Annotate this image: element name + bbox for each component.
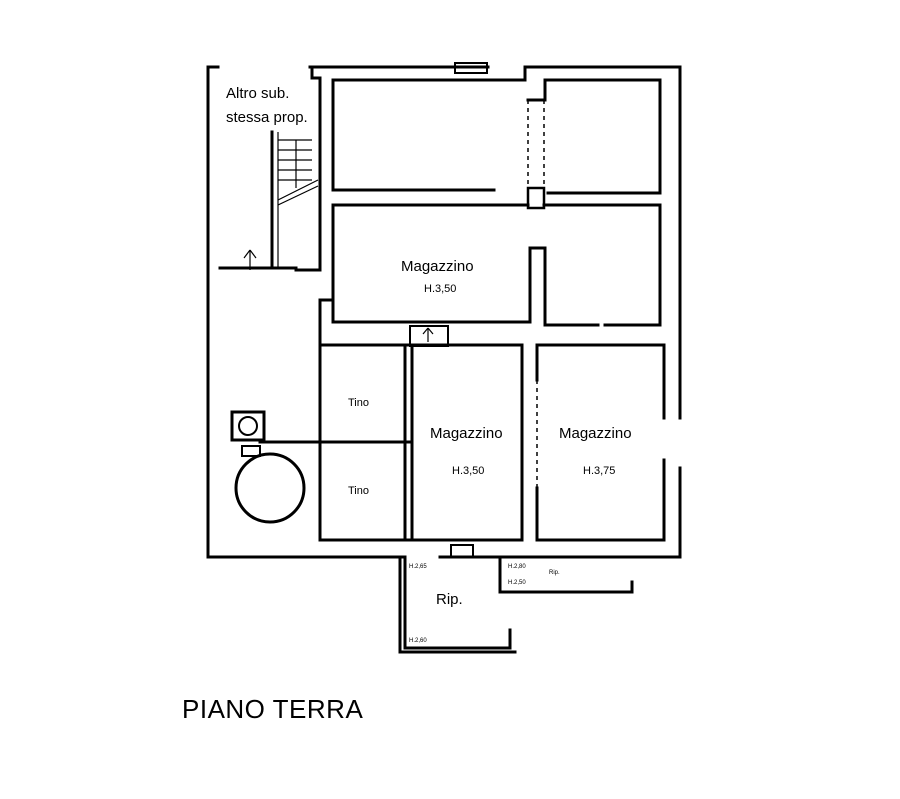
label-magazzino-top: Magazzino (401, 258, 474, 275)
outer-wall (438, 466, 682, 559)
label-rip-right: Rip. (549, 570, 560, 576)
cistern-icon (234, 452, 306, 524)
label-rip-right-height-top: H.2,80 (508, 564, 526, 570)
well-inner (238, 416, 258, 436)
label-magazzino-top-height: H.3,50 (424, 283, 456, 295)
label-rip-left-height-bottom: H.2,60 (409, 638, 427, 644)
window-top (454, 62, 488, 74)
label-tino-1: Tino (348, 397, 369, 409)
well-square (230, 410, 266, 442)
window-bottom (450, 544, 474, 558)
label-rip-left: Rip. (436, 591, 463, 608)
label-rip-left-height-top: H.2,65 (409, 564, 427, 570)
label-stessa-prop: stessa prop. (226, 109, 308, 126)
floor-title: PIANO TERRA (182, 694, 364, 724)
staircase (243, 132, 319, 270)
label-tino-2: Tino (348, 485, 369, 497)
label-magazzino-center: Magazzino (430, 425, 503, 442)
label-altro-sub: Altro sub. (226, 85, 289, 102)
staircase-wall (310, 65, 322, 272)
floor-plan: Altro sub. stessa prop. Magazzino H.3,50… (206, 62, 682, 654)
rip-left-wall (403, 555, 512, 650)
label-rip-right-height-bottom: H.2,50 (508, 580, 526, 586)
label-magazzino-right-height: H.3,75 (583, 465, 615, 477)
label-magazzino-center-height: H.3,50 (452, 465, 484, 477)
label-magazzino-right: Magazzino (559, 425, 632, 442)
rip-right-wall (498, 555, 634, 594)
